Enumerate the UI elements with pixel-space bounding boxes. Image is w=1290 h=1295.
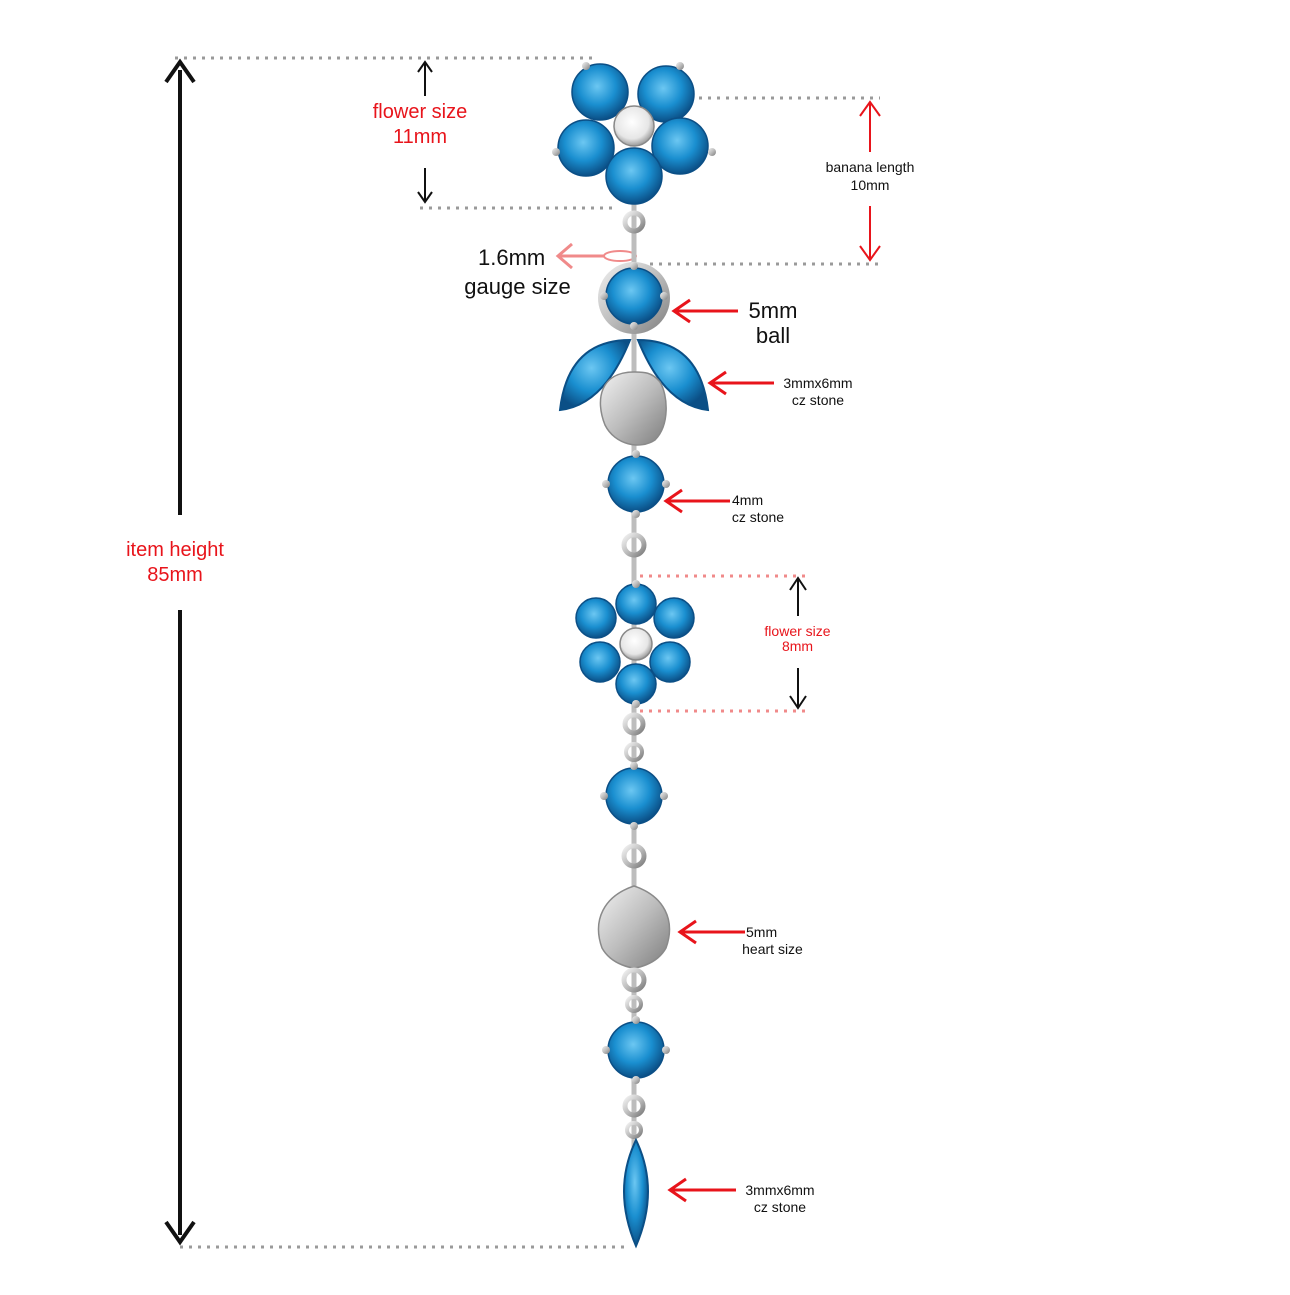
marquise-top-label: 3mmx6mm cz stone (783, 375, 853, 408)
gauge-size-label: 1.6mm gauge size (464, 245, 571, 299)
middle-flower-icon (575, 580, 695, 708)
marquise-bottom-label: 3mmx6mm cz stone (745, 1182, 815, 1215)
marquise-pair-icon (558, 338, 710, 446)
jewelry-chain (552, 62, 716, 1249)
stone-icon (600, 762, 668, 830)
top-flower-icon (552, 62, 716, 205)
stone-4mm-label: 4mm cz stone (731, 492, 785, 525)
ball-icon (598, 262, 670, 334)
stone-4mm-icon (602, 450, 670, 518)
stone-lower-icon (602, 1016, 670, 1084)
banana-length-label: banana length 10mm (825, 159, 915, 193)
bottom-marquise-icon (623, 1137, 649, 1249)
heart-size-label: 5mm heart size (742, 924, 803, 957)
flower-size-top-label: flower size 11mm (372, 101, 468, 148)
item-height-label: item height 85mm (126, 539, 224, 586)
flower-size-mid-label: flower size 8mm (764, 623, 831, 655)
ball-size-label: 5mm ball (748, 298, 798, 349)
heart-icon (597, 885, 671, 969)
dimension-lines (164, 56, 881, 1249)
